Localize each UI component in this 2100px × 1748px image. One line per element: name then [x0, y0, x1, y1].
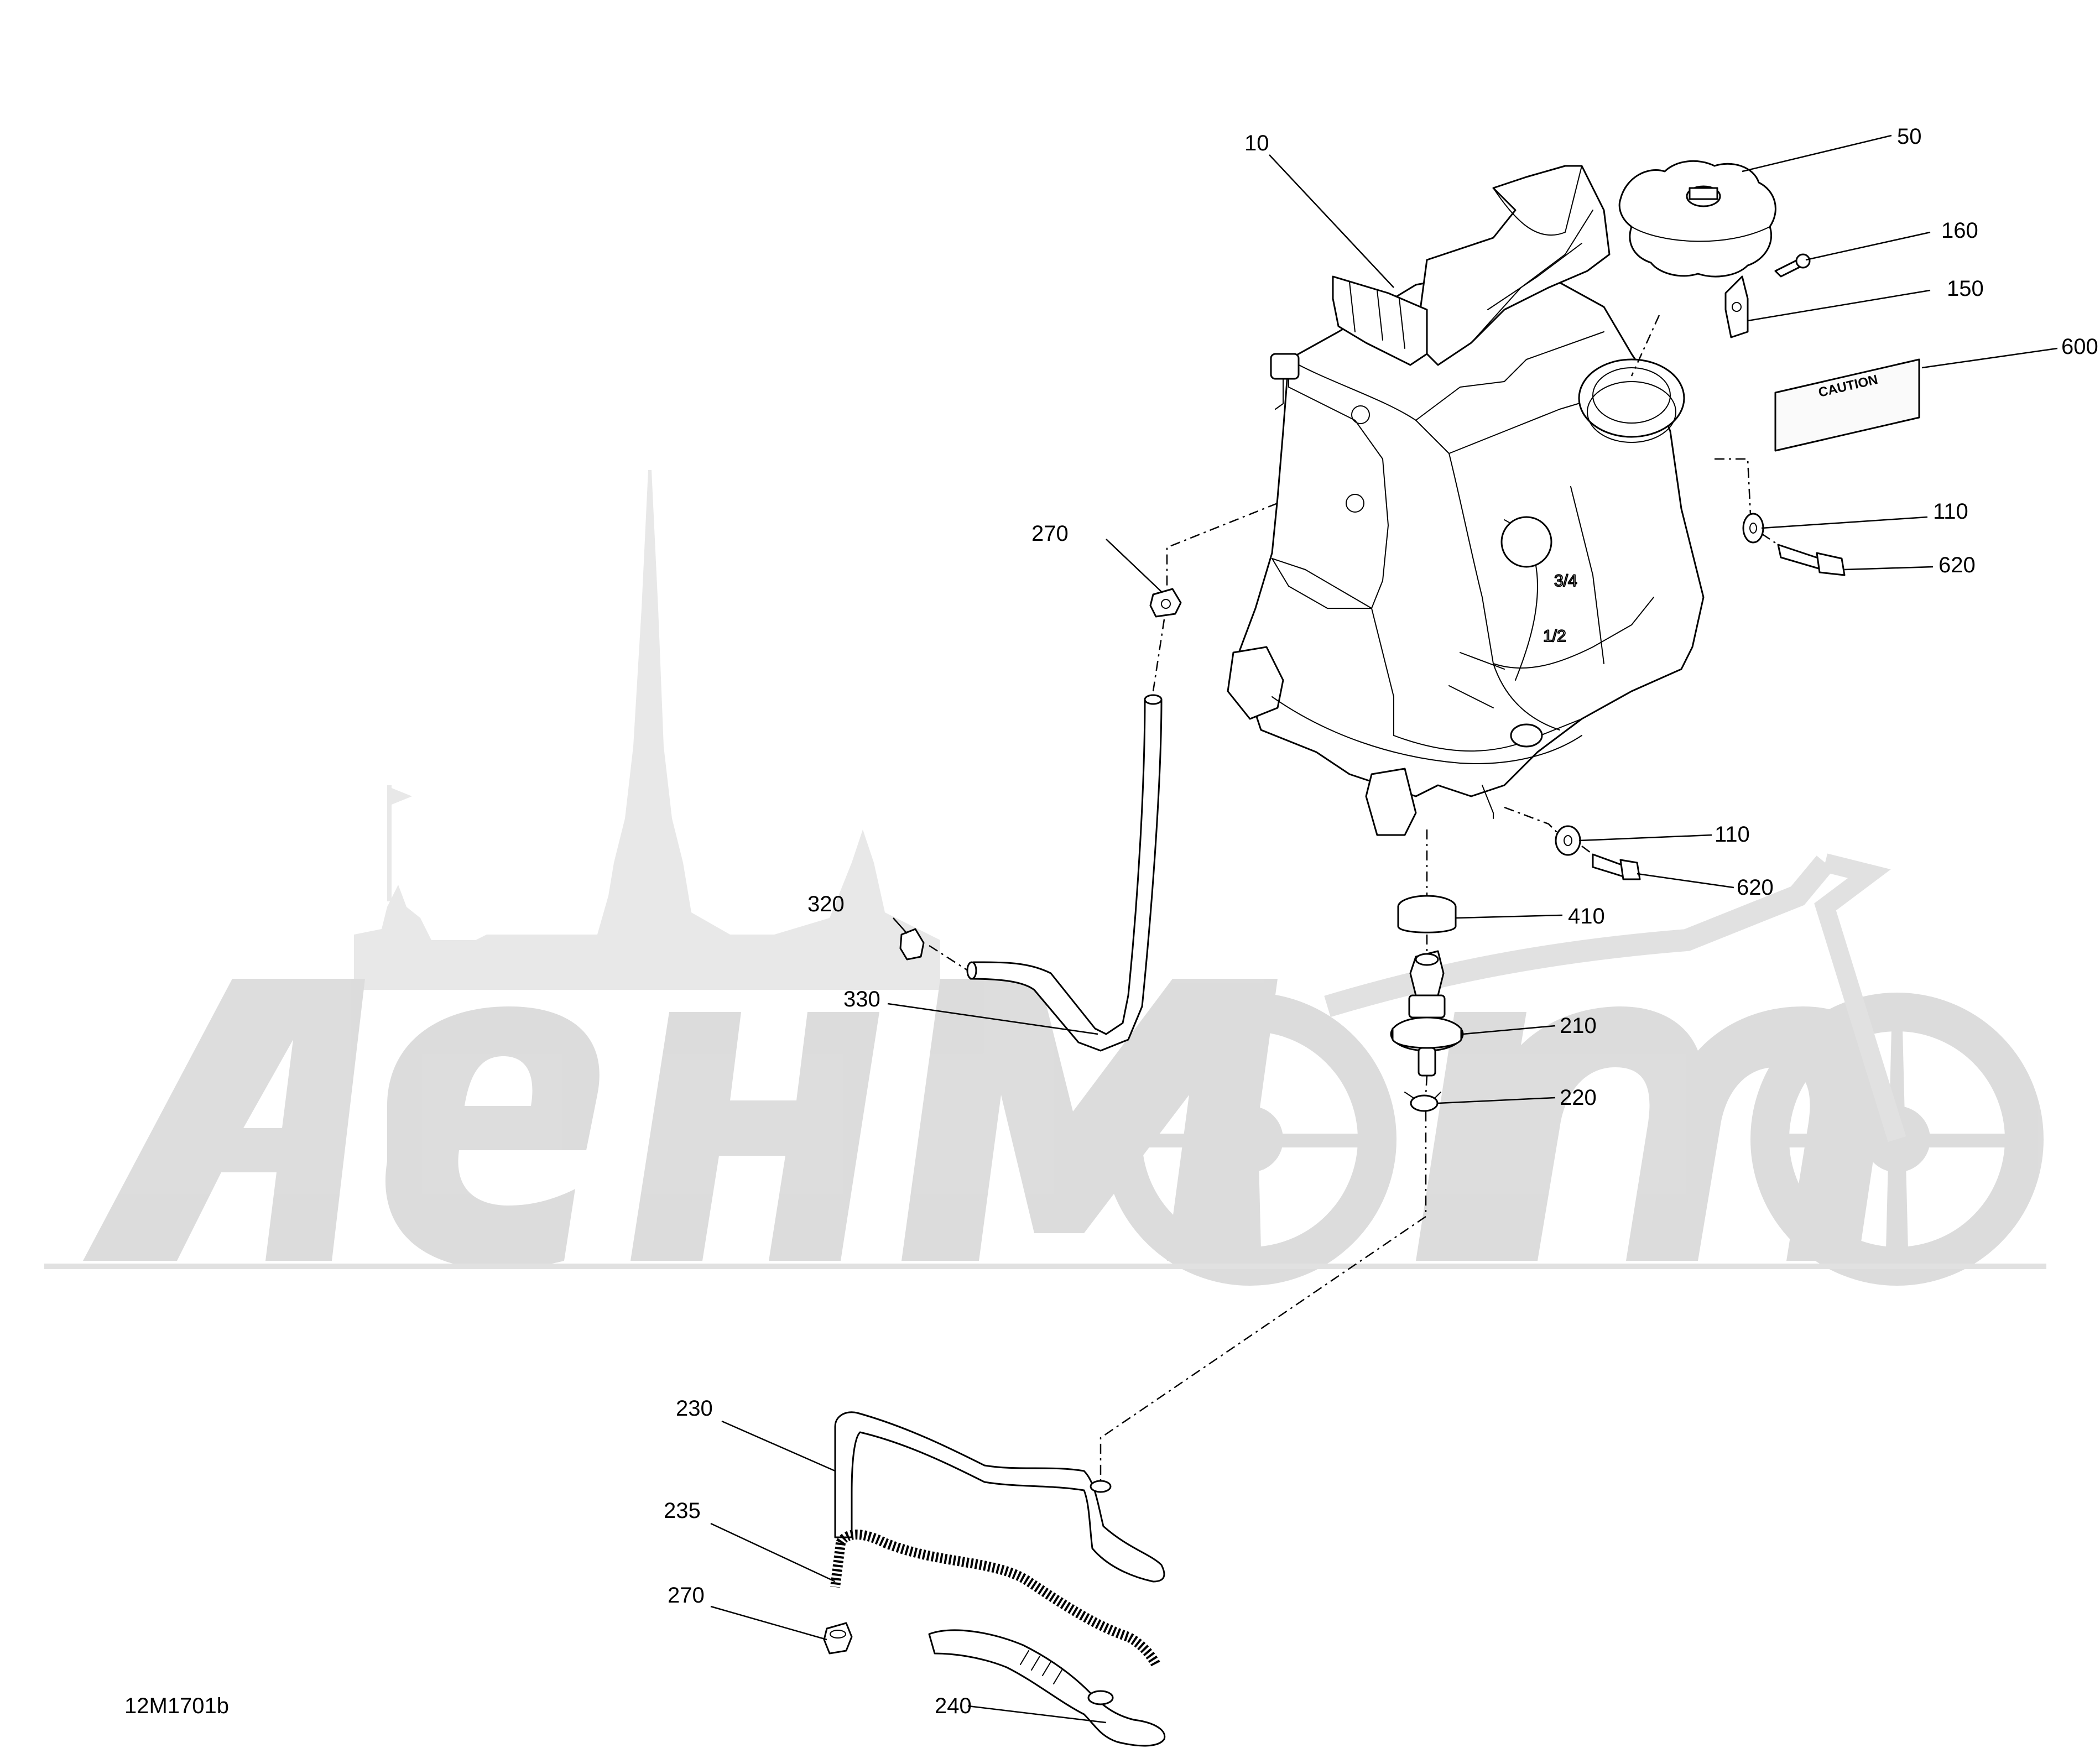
bolt-620-lower-part: [1592, 853, 1641, 880]
callout-270-upper: 270: [1031, 521, 1069, 546]
hose-240-part: [928, 1629, 1166, 1747]
callout-50: 50: [1897, 124, 1922, 149]
callout-620-lower: 620: [1737, 875, 1774, 900]
callout-220: 220: [1560, 1086, 1597, 1110]
callout-330: 330: [843, 987, 880, 1011]
callout-110-upper: 110: [1933, 499, 1968, 524]
valve-210-part: [1390, 950, 1464, 1077]
bolt-620-upper-part: [1777, 544, 1846, 576]
callout-labels: 10 50 160 150 600 110 620 270 110 620 41…: [664, 124, 2098, 1718]
clamp-410-part: [1397, 895, 1457, 933]
washer-110-lower-part: [1555, 825, 1581, 856]
callout-240: 240: [935, 1694, 972, 1718]
assembly-lines: [929, 315, 1779, 1482]
spring-235-part: [830, 1530, 1161, 1667]
svg-text:3/4: 3/4: [1554, 572, 1577, 590]
clip-320-part: [899, 928, 925, 961]
callout-320: 320: [807, 892, 845, 916]
callout-160: 160: [1941, 218, 1978, 243]
callout-410: 410: [1568, 904, 1605, 928]
callout-230: 230: [676, 1396, 713, 1421]
clamp-220-part: [1404, 1092, 1441, 1112]
hose-230-part: [834, 1411, 1165, 1583]
svg-text:1/2: 1/2: [1543, 627, 1566, 645]
fuel-cap-part: [1618, 160, 1776, 278]
callout-600: 600: [2061, 335, 2098, 359]
clip-270-lower-part: [823, 1622, 853, 1655]
washer-110-upper-part: [1742, 513, 1764, 544]
diagram-code: 12M1701b: [124, 1694, 229, 1718]
watermark-logo: [44, 470, 2046, 1286]
hose-330-part: [966, 694, 1163, 1052]
callout-210: 210: [1560, 1014, 1597, 1038]
bracket-150-part: [1724, 275, 1749, 338]
caution-label-part: CAUTION: [1774, 358, 1920, 452]
clip-270-upper-part: [1149, 588, 1182, 618]
callout-10: 10: [1244, 131, 1269, 155]
leader-lines: [710, 134, 2058, 1724]
callout-150: 150: [1947, 276, 1984, 301]
callout-620-upper: 620: [1939, 553, 1976, 577]
screw-160-part: [1774, 253, 1811, 278]
fuel-tank-part: 3/4 1/2: [1227, 165, 1705, 836]
callout-270-lower: 270: [668, 1583, 705, 1608]
callout-235: 235: [664, 1499, 701, 1523]
callout-110-lower: 110: [1715, 822, 1750, 847]
